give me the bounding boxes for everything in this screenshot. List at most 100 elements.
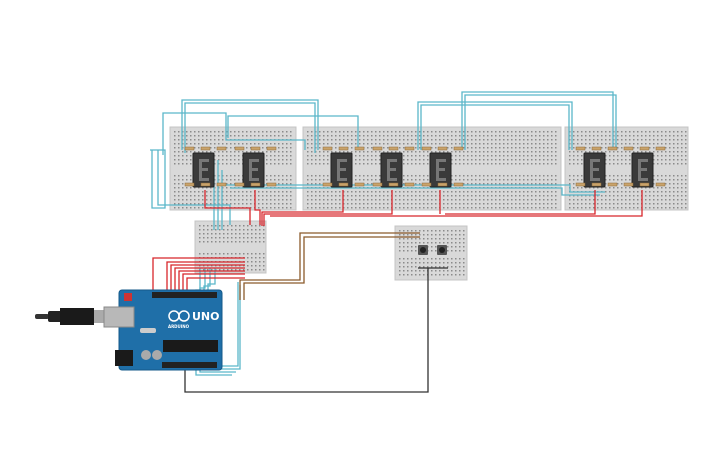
resistor[interactable] [372,182,383,187]
seven-segment-display[interactable] [192,152,215,188]
resistor[interactable] [372,146,383,151]
breadboard-hole [399,238,401,240]
seven-segment-display[interactable] [631,152,654,188]
breadboard-hole [331,135,333,137]
resistor[interactable] [216,182,227,187]
resistor[interactable] [655,182,666,187]
resistor[interactable] [421,182,432,187]
resistor[interactable] [575,146,586,151]
wire-red[interactable] [178,270,245,290]
resistor[interactable] [338,182,349,187]
breadboard-hole [251,269,253,271]
wire-red[interactable] [170,264,245,290]
breadboard-hole [423,234,425,236]
wire-red[interactable] [445,190,596,215]
breadboard-hole [282,183,284,185]
resistor[interactable] [639,182,650,187]
breadboard-hole [263,237,265,239]
breadboard-hole [681,187,683,189]
resistor[interactable] [234,146,245,151]
resistor[interactable] [184,182,195,187]
wire-red[interactable] [174,267,245,290]
wire-cyan[interactable] [184,102,316,153]
wire-cyan[interactable] [417,101,573,150]
breadboard-hole [443,270,445,272]
resistor[interactable] [607,146,618,151]
wire-brown[interactable] [243,236,420,300]
wire-cyan[interactable] [150,149,166,209]
resistor[interactable] [623,182,634,187]
wire-red[interactable] [261,190,344,226]
wire-red[interactable] [152,257,245,290]
seven-segment-display[interactable] [242,152,265,188]
resistor[interactable] [655,146,666,151]
resistor[interactable] [437,146,448,151]
arduino-uno[interactable]: UNO ARDUINO [103,289,223,371]
resistor[interactable] [338,146,349,151]
resistor[interactable] [575,182,586,187]
pushbutton[interactable] [418,245,428,255]
seven-segment-display[interactable] [330,152,353,188]
resistor[interactable] [591,146,602,151]
breadboard-hole [523,203,525,205]
wire-cyan[interactable] [199,268,236,373]
wire-red[interactable] [263,190,393,226]
wire-cyan[interactable] [157,150,231,225]
resistor[interactable] [250,146,261,151]
reset-button[interactable] [124,293,132,301]
breadboard-hole [194,151,196,153]
resistor[interactable] [453,146,464,151]
breadboard-hole [411,151,413,153]
resistor[interactable] [591,182,602,187]
wire-red[interactable] [204,190,251,225]
resistor[interactable] [200,146,211,151]
wire-cyan[interactable] [464,94,617,150]
resistor[interactable] [354,182,365,187]
resistor[interactable] [404,182,415,187]
resistor[interactable] [322,146,333,151]
wire-red[interactable] [186,277,245,290]
resistor[interactable] [404,146,415,151]
resistor[interactable] [200,182,211,187]
resistor[interactable] [250,182,261,187]
wire-cyan[interactable] [227,115,359,150]
seven-segment-display[interactable] [429,152,452,188]
seven-segment-display[interactable] [380,152,403,188]
seven-segment-display[interactable] [583,152,606,188]
resistor[interactable] [266,146,277,151]
resistor[interactable] [234,182,245,187]
breadboard-hole [527,135,529,137]
resistor[interactable] [453,182,464,187]
resistor[interactable] [354,146,365,151]
wire-red[interactable] [270,190,643,217]
resistor[interactable] [216,146,227,151]
wire-ground[interactable] [184,268,429,393]
wire-red[interactable] [182,273,245,290]
wire-brown[interactable] [239,232,420,300]
resistor[interactable] [437,182,448,187]
resistor[interactable] [388,182,399,187]
resistor[interactable] [184,146,195,151]
breadboard-small-arduino[interactable] [194,220,267,274]
breadboard-hole [463,135,465,137]
wire-red[interactable] [254,190,261,225]
wire-red[interactable] [166,261,245,290]
resistor[interactable] [421,146,432,151]
breadboard-hole [455,230,457,232]
resistor[interactable] [266,182,277,187]
resistor[interactable] [623,146,634,151]
wire-cyan[interactable] [162,112,306,155]
resistor[interactable] [388,146,399,151]
wire-cyan[interactable] [461,91,614,150]
breadboard-hole [399,266,401,268]
resistor[interactable] [607,182,618,187]
resistor[interactable] [322,182,333,187]
arduino-board[interactable] [118,289,223,371]
breadboard-hole [290,199,292,201]
wire-cyan[interactable] [230,187,600,196]
wire-cyan[interactable] [420,104,570,150]
wire-cyan[interactable] [181,99,319,150]
breadboard-hole [463,147,465,149]
pushbutton[interactable] [437,245,447,255]
resistor[interactable] [639,146,650,151]
